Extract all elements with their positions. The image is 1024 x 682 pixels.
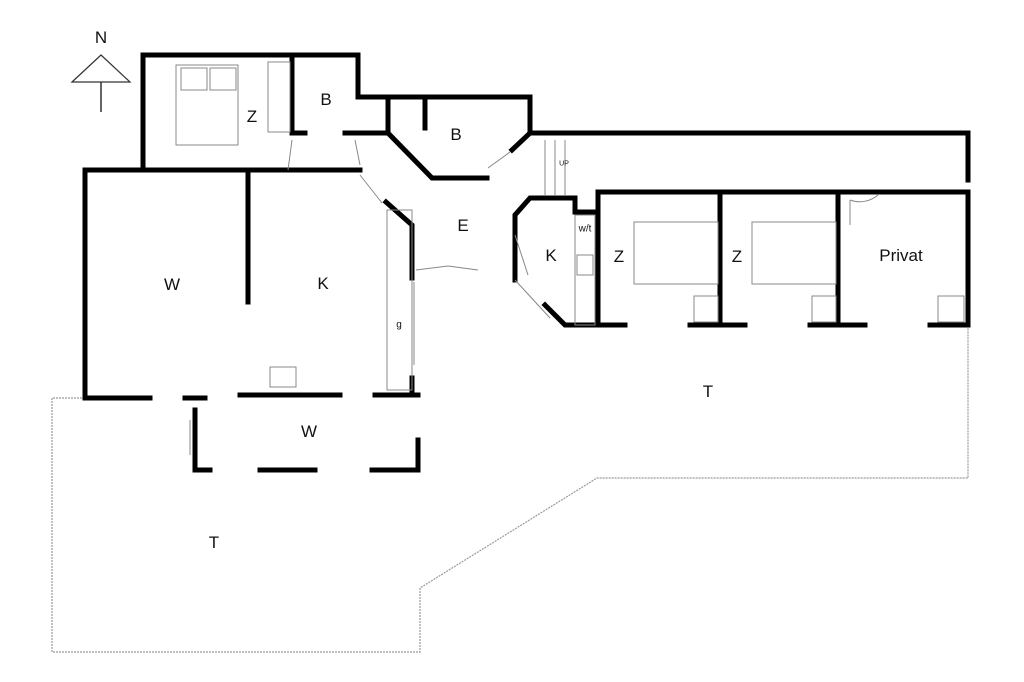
walls — [82, 52, 971, 473]
room-label-private: Privat — [879, 246, 923, 265]
room-label-living-west: W — [163, 275, 181, 294]
room-label-kitchen-small: K — [545, 246, 557, 265]
room-label-bedroom-2: Z — [613, 247, 625, 266]
room-label-bath-2: B — [450, 125, 462, 144]
room-label-bath-1: B — [320, 90, 332, 109]
room-label-entrance: E — [457, 216, 469, 235]
terrace-outline — [51, 325, 969, 653]
fixture-label-fridge: g — [396, 319, 402, 331]
north-arrow-icon — [70, 54, 132, 112]
room-label-kitchen-main: K — [317, 274, 329, 293]
compass-label: N — [94, 28, 108, 47]
fixtures — [175, 61, 965, 455]
room-label-sunroom: W — [300, 422, 318, 441]
room-label-terrace-east: T — [702, 382, 714, 401]
room-label-bedroom-3: Z — [731, 247, 743, 266]
room-label-bedroom-nw: Z — [246, 107, 258, 126]
room-label-wc: w/t — [578, 223, 592, 235]
room-label-terrace-south: T — [208, 533, 220, 552]
stairs-label: UP — [559, 160, 569, 168]
